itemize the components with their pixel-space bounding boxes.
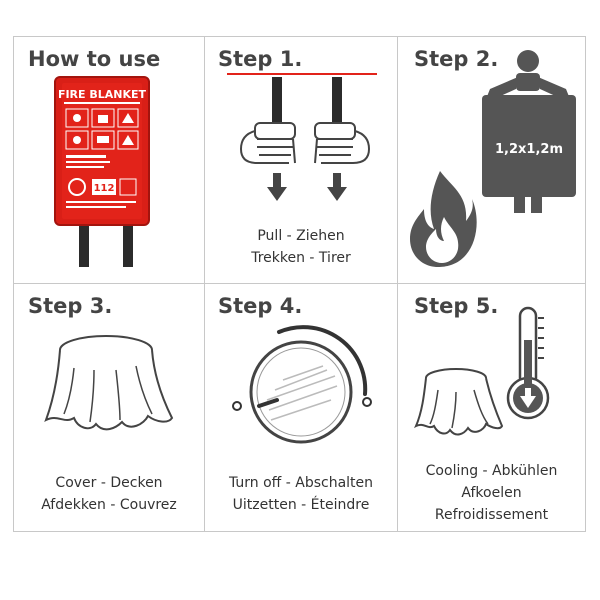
grid-divider-v1 xyxy=(204,37,205,531)
blanket-size-label: 1,2x1,2m xyxy=(495,142,563,157)
caption-line: Pull - Ziehen xyxy=(257,228,345,244)
thermometer-down-icon xyxy=(506,306,550,420)
panel-step-2: Step 2. 1,2x1,2m xyxy=(398,37,585,283)
caption-line: Afdekken - Couvrez xyxy=(41,497,177,513)
panel-step-3: Step 3. Cover - Decken Afdekken - Couvre… xyxy=(14,284,204,531)
panel-title: Step 5. xyxy=(414,294,499,318)
grid-divider-v2 xyxy=(397,37,398,531)
step-4-caption: Turn off - Abschalten Uitzetten - Éteind… xyxy=(205,472,397,516)
caption-line: Trekken - Tirer xyxy=(251,250,351,266)
caption-line: Cooling - Abkühlen xyxy=(425,463,558,479)
product-label: FIRE BLANKET xyxy=(58,88,147,101)
caption-line: Refroidissement xyxy=(434,507,549,523)
caption-line: Turn off - Abschalten xyxy=(228,475,374,491)
panel-step-1: Step 1. Pull - Ziehen Trekken - Tirer xyxy=(205,37,397,283)
caption-line: Cover - Decken xyxy=(55,475,163,491)
covered-pot-icon xyxy=(44,335,174,431)
covered-pot-icon xyxy=(414,368,504,436)
caption-line: Uitzetten - Éteindre xyxy=(232,497,370,513)
person-holding-blanket-icon: 1,2x1,2m xyxy=(482,50,576,213)
panel-title: Step 2. xyxy=(414,47,499,71)
stove-knob-icon xyxy=(232,325,372,444)
panel-how-to-use: How to use FIRE BLANKET xyxy=(14,37,204,283)
panel-step-5: Step 5. Cooling - Abkühlen Afkoelen Refr… xyxy=(398,284,585,531)
caption-line: Afkoelen xyxy=(461,485,522,501)
step-5-caption: Cooling - Abkühlen Afkoelen Refroidissem… xyxy=(398,460,585,526)
grid-divider-h xyxy=(14,283,585,284)
panel-title: Step 3. xyxy=(28,294,113,318)
step-1-caption: Pull - Ziehen Trekken - Tirer xyxy=(205,225,397,269)
panel-title: Step 1. xyxy=(218,47,303,71)
flame-icon xyxy=(410,171,477,267)
panel-title: Step 4. xyxy=(218,294,303,318)
product-panel-number: 112 xyxy=(94,183,115,194)
fire-blanket-product-icon: FIRE BLANKET 112 xyxy=(54,76,150,267)
panel-step-4: Step 4. Turn off - Abschalten Uitzetten … xyxy=(205,284,397,531)
panel-title: How to use xyxy=(28,47,161,71)
step-3-caption: Cover - Decken Afdekken - Couvrez xyxy=(14,472,204,516)
pull-tapes-hands-icon xyxy=(227,73,377,201)
instruction-grid: How to use FIRE BLANKET xyxy=(13,36,586,532)
